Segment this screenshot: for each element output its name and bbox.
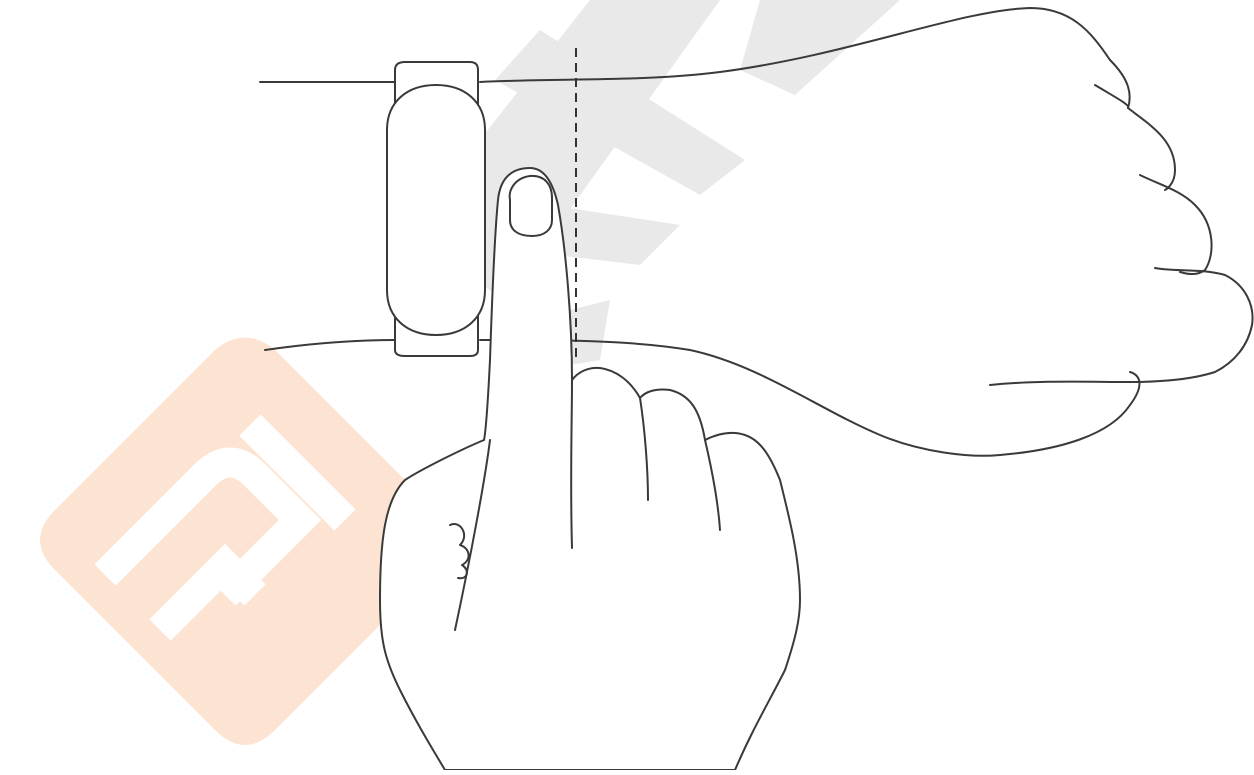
band-capsule xyxy=(387,85,485,335)
fist-finger-1 xyxy=(1095,85,1175,190)
fist-finger-3 xyxy=(990,268,1253,385)
fist xyxy=(990,60,1253,385)
watermark-gray-stroke-5 xyxy=(740,0,900,95)
fitness-band xyxy=(387,62,485,356)
arm-bottom-edge-left xyxy=(265,340,395,350)
fist-finger-2 xyxy=(1140,175,1212,274)
